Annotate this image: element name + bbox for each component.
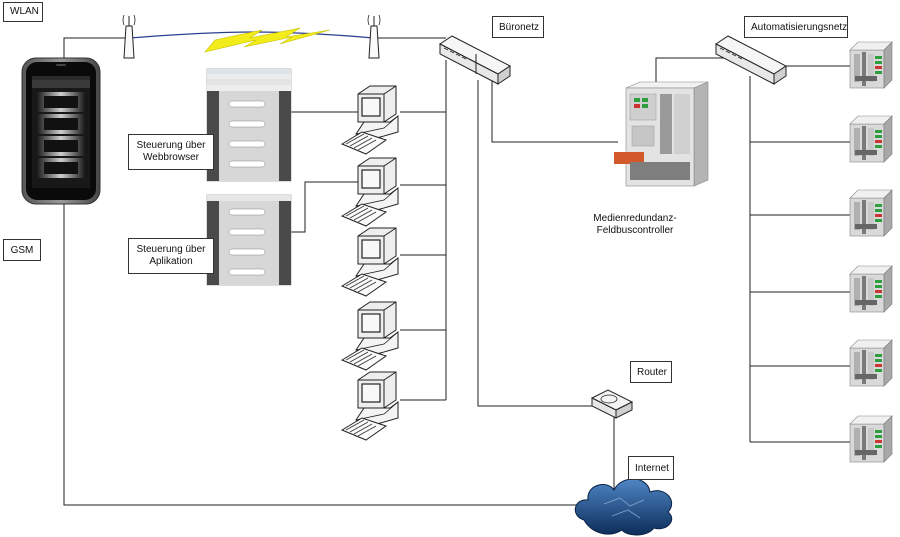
desktop-computer-icon	[341, 371, 399, 441]
switch-controller-link	[491, 80, 618, 143]
smartphone-icon	[21, 57, 101, 205]
aplikation-label: Steuerung über Aplikation	[128, 238, 214, 274]
internet-label: Internet	[628, 456, 674, 480]
io-module-icon	[849, 265, 893, 313]
webbrowser-screenshot	[206, 68, 292, 182]
io-module-icon	[849, 41, 893, 89]
io-module-icon	[849, 339, 893, 387]
controller-automation-link	[655, 57, 724, 88]
desktop-computer-icon	[341, 157, 399, 227]
application-screenshot	[206, 194, 292, 286]
lightning-bolt-icon	[204, 27, 331, 53]
switch-router-link	[477, 80, 596, 407]
antenna-icon	[122, 14, 136, 59]
internet-cloud-icon	[574, 478, 673, 536]
phone-wlan-link	[63, 37, 130, 60]
io-module-icon	[849, 189, 893, 237]
desktop-computer-icon	[341, 85, 399, 155]
gsm-label: GSM	[3, 239, 41, 261]
automatisierungsnetz-label: Automatisierungsnetz	[744, 16, 848, 38]
router-label: Router	[630, 361, 672, 383]
webbrowser-label: Steuerung über Webbrowser	[128, 134, 214, 170]
gsm-link	[63, 200, 578, 506]
app-pc2-link	[290, 181, 358, 233]
network-switch-icon	[715, 35, 787, 85]
antenna-icon	[367, 14, 381, 59]
connection-lines	[63, 37, 852, 506]
bueronetz-label: Büronetz	[492, 16, 544, 38]
io-module-icon	[849, 115, 893, 163]
io-module-icon	[849, 415, 893, 463]
router-icon	[590, 389, 634, 419]
desktop-computer-icon	[341, 227, 399, 297]
wlan-label: WLAN	[3, 2, 43, 22]
controller-label: Medienredundanz- Feldbuscontroller	[593, 213, 677, 236]
plc-controller-icon	[614, 81, 709, 187]
desktop-computer-icon	[341, 301, 399, 371]
network-switch-icon	[439, 35, 511, 85]
